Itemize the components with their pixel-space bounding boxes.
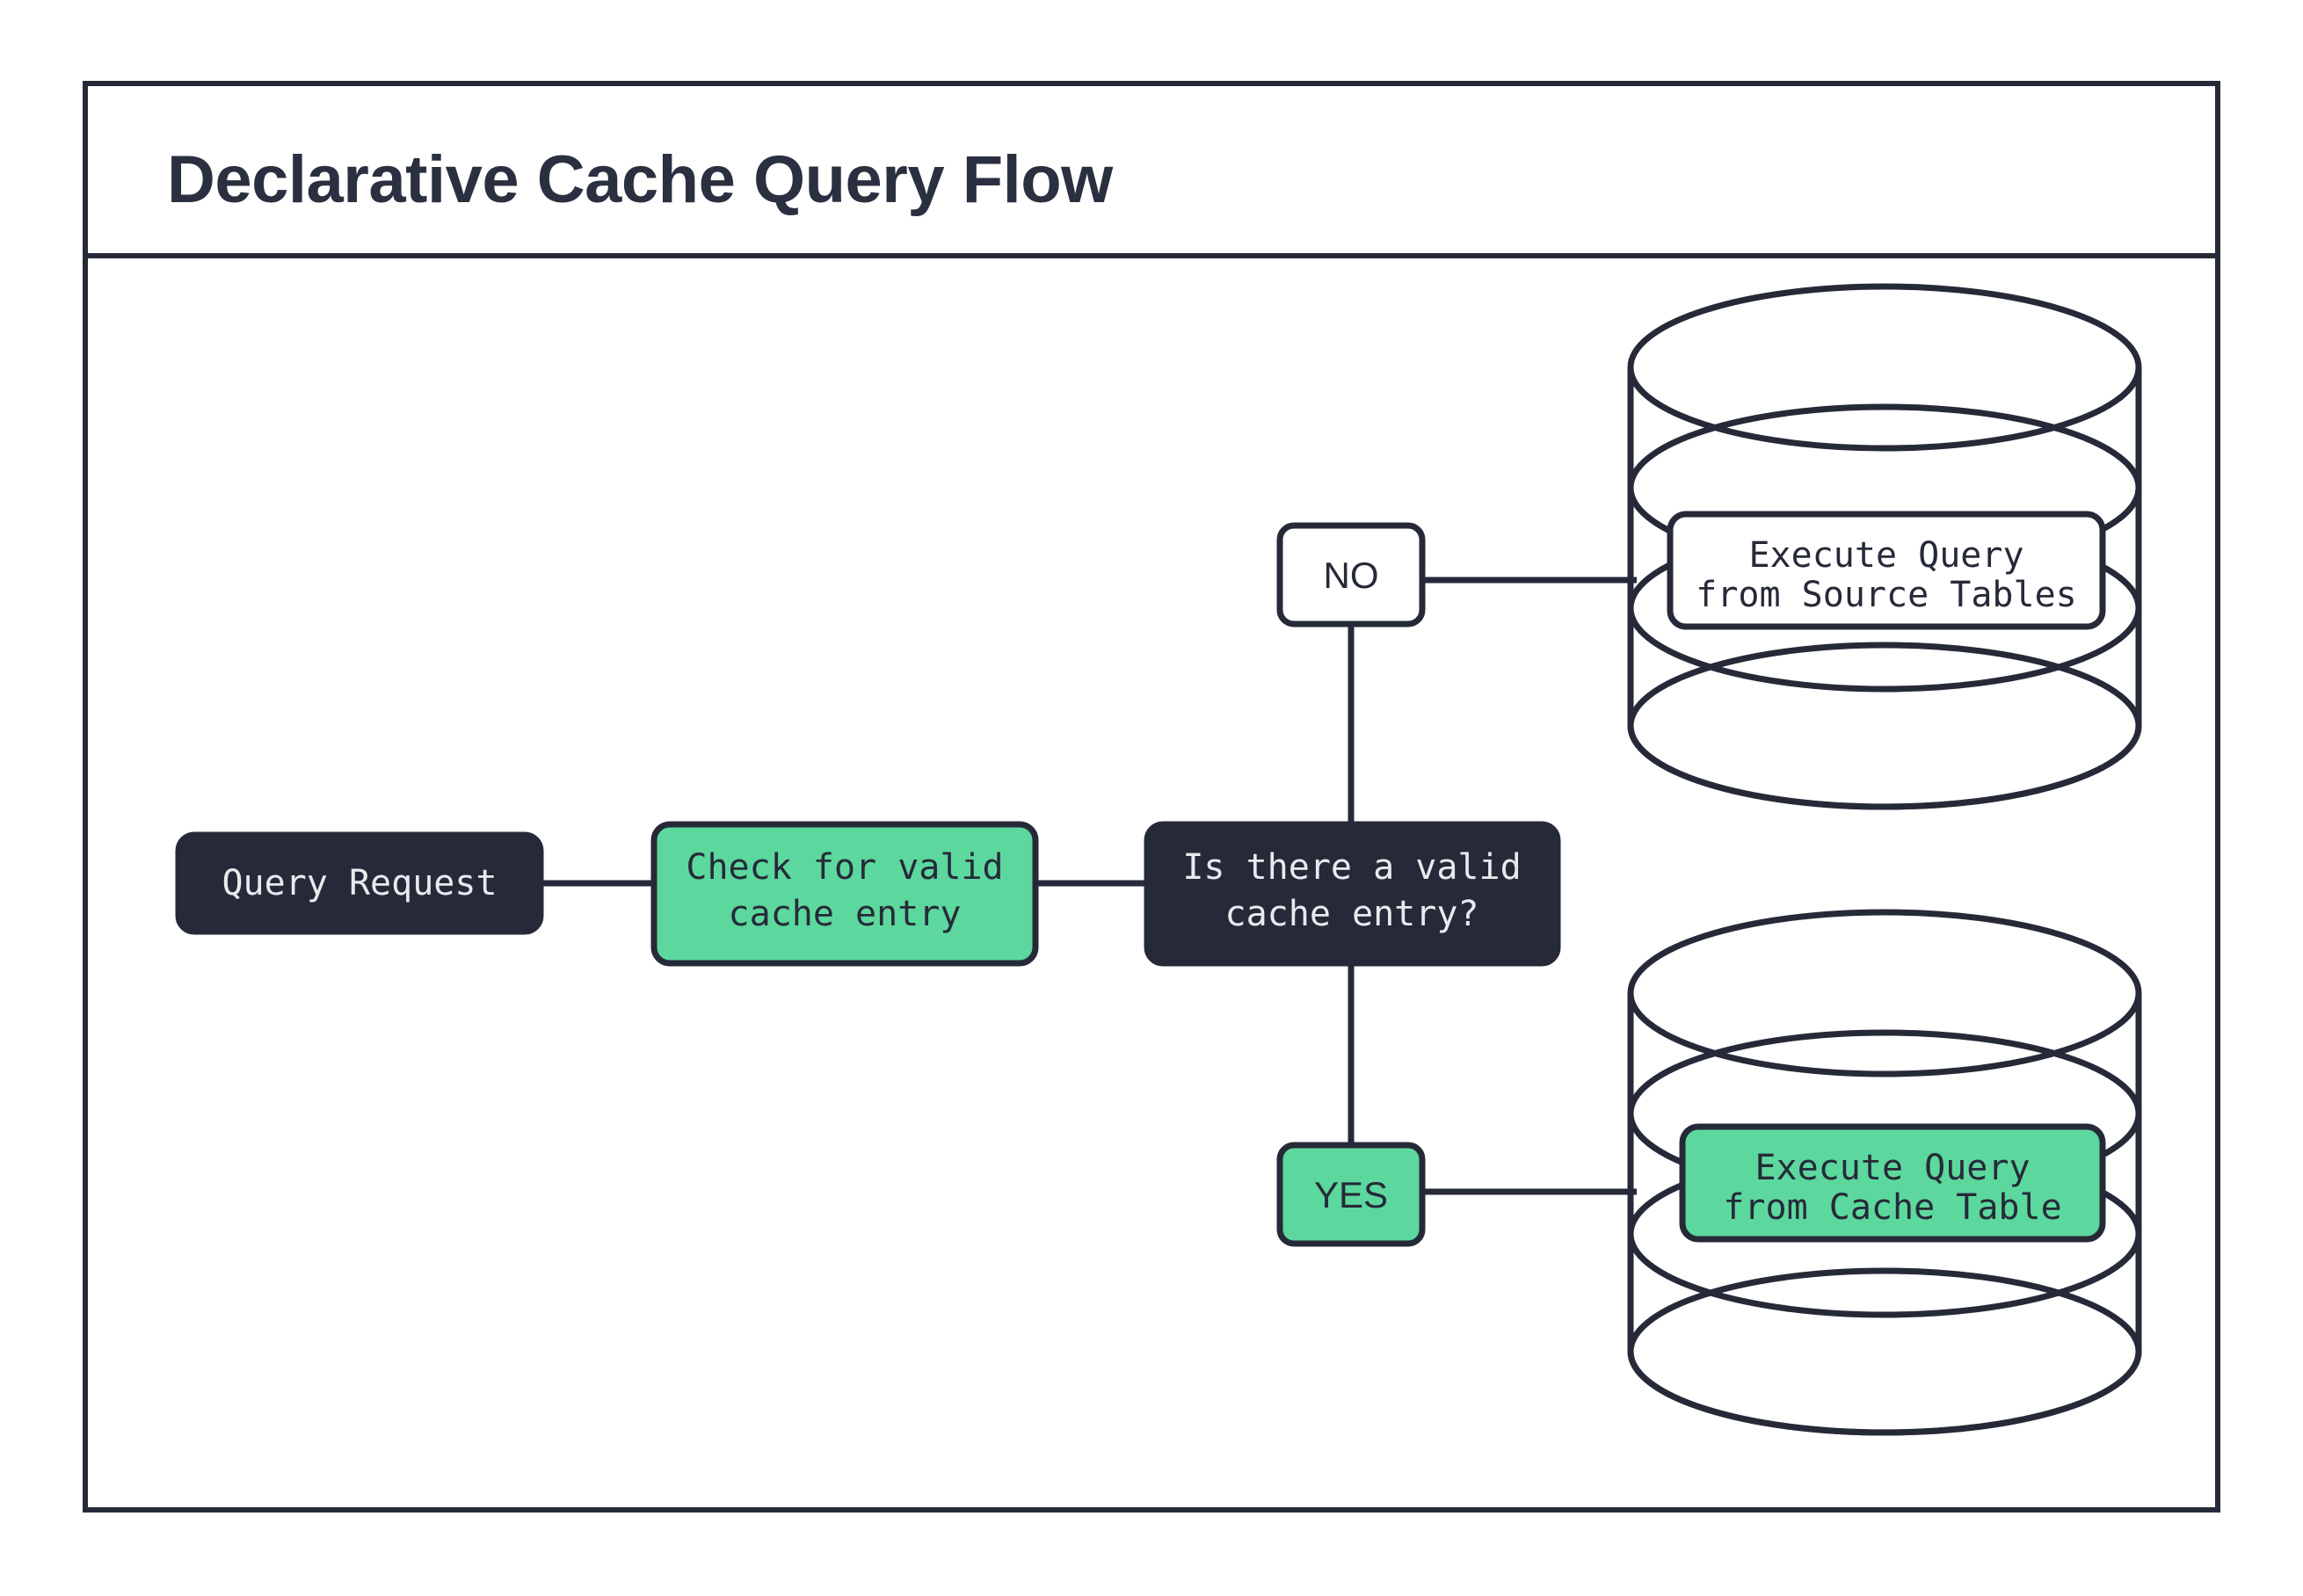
node-query-request[interactable]: Query Request xyxy=(175,831,544,935)
page-title: Declarative Cache Query Flow xyxy=(167,142,1114,217)
branch-label-yes-text: YES xyxy=(1314,1174,1388,1215)
node-exec-cache-label-line1: Execute Query xyxy=(1754,1148,2030,1188)
db-ring-top xyxy=(1627,283,2142,452)
node-exec-cache[interactable]: Execute Query from Cache Table xyxy=(1679,1123,2106,1243)
node-check-cache[interactable]: Check for valid cache entry xyxy=(650,821,1039,967)
node-decision[interactable]: Is there a valid cache entry? xyxy=(1144,821,1561,967)
node-decision-label-line1: Is there a valid xyxy=(1182,847,1521,888)
db-ring-bottom xyxy=(1627,642,2142,810)
db2-ring-top xyxy=(1627,909,2142,1077)
node-check-cache-label-line1: Check for valid xyxy=(686,847,1003,888)
node-exec-cache-label-line2: from Cache Table xyxy=(1723,1187,2061,1228)
branch-label-no[interactable]: NO xyxy=(1276,522,1426,628)
db2-ring-bottom xyxy=(1627,1267,2142,1436)
node-check-cache-label-line2: cache entry xyxy=(729,894,962,934)
node-decision-label-line2: cache entry? xyxy=(1225,894,1479,934)
node-query-request-label: Query Request xyxy=(222,863,497,903)
node-exec-source-label-line2: from Source Tables xyxy=(1696,575,2076,615)
node-exec-source-label-line1: Execute Query xyxy=(1748,535,2023,576)
node-exec-source[interactable]: Execute Query from Source Tables xyxy=(1667,511,2106,630)
branch-label-no-text: NO xyxy=(1324,555,1379,596)
branch-label-yes[interactable]: YES xyxy=(1276,1142,1426,1247)
